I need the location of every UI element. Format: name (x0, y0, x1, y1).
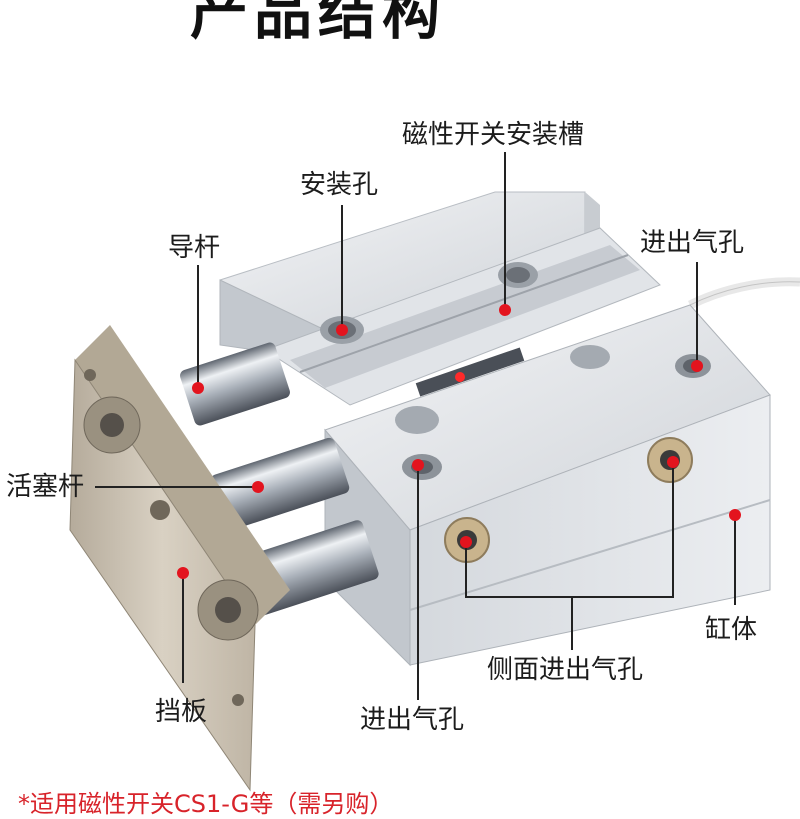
marker-dot (460, 536, 472, 548)
label-air-port-top: 进出气孔 (640, 228, 745, 258)
marker-dot (192, 382, 204, 394)
diagram-stage: 产品结构 导杆 安装孔 磁性开关安装槽 进出气孔 活塞杆 缸体 侧面进出气孔 挡… (6, 0, 800, 818)
marker-dot (729, 509, 741, 521)
marker-dots (177, 304, 741, 579)
marker-dot (667, 456, 679, 468)
baffle-plate-shape (69, 325, 290, 792)
marker-dot (691, 360, 703, 372)
label-magnetic-switch-groove: 磁性开关安装槽 (402, 120, 585, 150)
label-piston-rod: 活塞杆 (6, 472, 85, 502)
marker-dot (499, 304, 511, 316)
switch-groove-rail (263, 227, 661, 406)
label-cylinder-body: 缸体 (705, 615, 758, 645)
label-mounting-hole: 安装孔 (300, 170, 379, 200)
label-side-air-port: 侧面进出气孔 (487, 655, 644, 685)
cylinder-illustration (69, 152, 800, 792)
page-title: 产品结构 (190, 0, 447, 47)
label-guide-rod: 导杆 (168, 233, 221, 263)
footnote: *适用磁性开关CS1-G等（需另购） (18, 790, 394, 818)
switch-led (455, 372, 465, 382)
label-air-port-bottom: 进出气孔 (360, 705, 465, 735)
air-hose (687, 277, 800, 310)
label-baffle-plate: 挡板 (155, 697, 208, 727)
leader-lines (95, 152, 736, 700)
marker-dot (177, 567, 189, 579)
marker-dot (412, 459, 424, 471)
marker-dot (336, 324, 348, 336)
marker-dot (252, 481, 264, 493)
